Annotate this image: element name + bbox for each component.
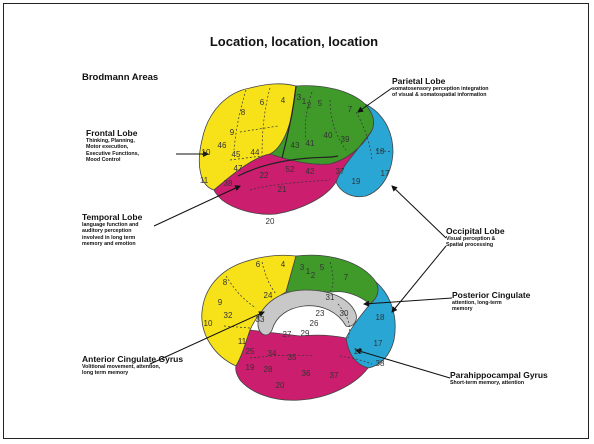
brodmann-area-number: 6	[256, 260, 261, 269]
brodmann-area-number: 18	[376, 313, 385, 322]
brodmann-area-number: 24	[264, 291, 273, 300]
brodmann-area-number: 25	[246, 347, 255, 356]
brodmann-area-number: 9	[230, 128, 235, 137]
brodmann-area-number: 8	[241, 108, 246, 117]
posterior-cingulate-heading: Posterior Cingulate	[452, 290, 542, 300]
brodmann-area-number: 2	[307, 101, 312, 110]
parietal-lobe-description: somatosensory perception integration of …	[392, 86, 542, 99]
brodmann-area-number: 40	[324, 131, 333, 140]
brodmann-area-number: 41	[306, 139, 315, 148]
temporal-lobe-label: Temporal Lobe language function and audi…	[82, 212, 172, 248]
brodmann-area-number: 17	[374, 339, 383, 348]
brodmann-area-number: 38	[376, 359, 385, 368]
brodmann-area-number: 32	[224, 311, 233, 320]
brodmann-area-number: 19	[354, 347, 363, 356]
frontal-lobe-label: Frontal Lobe Thinking, Planning, Motor e…	[86, 128, 176, 164]
brodmann-area-number: 3	[300, 263, 305, 272]
brodmann-area-number: 20	[266, 217, 275, 226]
brodmann-area-number: 44	[251, 148, 260, 157]
brodmann-area-number: 4	[281, 96, 286, 105]
parietal-lobe-label: Parietal Lobe somatosensory perception i…	[392, 76, 542, 99]
brodmann-area-number: 8	[223, 278, 228, 287]
brodmann-area-number: 30	[340, 309, 349, 318]
brodmann-area-number: 52	[286, 165, 295, 174]
brodmann-area-number: 22	[260, 171, 269, 180]
occipital-lobe-description: Visual perception & Spatial processing	[446, 236, 536, 249]
brodmann-area-number: 23	[316, 309, 325, 318]
brodmann-area-number: 21	[278, 185, 287, 194]
brodmann-area-number: 6	[260, 98, 265, 107]
anterior-cingulate-description: Volitional movement, attention, long ter…	[82, 364, 212, 377]
brodmann-area-number: 46	[218, 141, 227, 150]
brodmann-area-number: 28	[264, 365, 273, 374]
parahippocampal-description: Short-term memory, attention	[450, 380, 560, 386]
medial-brain-view	[202, 255, 395, 400]
brodmann-area-number: 5	[320, 263, 325, 272]
frontal-lobe-description: Thinking, Planning, Motor execution, Exe…	[86, 138, 176, 164]
brodmann-area-number: 37	[330, 371, 339, 380]
brodmann-area-number: 17	[381, 169, 390, 178]
brodmann-area-number: 43	[291, 141, 300, 150]
brodmann-area-number: 7	[348, 105, 353, 114]
brodmann-area-number: 37	[336, 167, 345, 176]
temporal-lobe-heading: Temporal Lobe	[82, 212, 172, 222]
temporal-lobe-description: language function and auditory perceptio…	[82, 222, 172, 248]
brodmann-area-number: 7	[344, 273, 349, 282]
anterior-cingulate-heading: Anterior Cingulate Gyrus	[82, 354, 212, 364]
parahippocampal-heading: Parahippocampal Gyrus	[450, 370, 560, 380]
anterior-cingulate-label: Anterior Cingulate Gyrus Volitional move…	[82, 354, 212, 377]
parietal-lobe-heading: Parietal Lobe	[392, 76, 542, 86]
brodmann-area-number: 39	[341, 135, 350, 144]
brodmann-area-number: 29	[301, 329, 310, 338]
brodmann-area-number: 34	[268, 349, 277, 358]
brodmann-area-number: 2	[311, 271, 316, 280]
occipital-lobe-heading: Occipital Lobe	[446, 226, 536, 236]
brodmann-area-number: 27	[283, 330, 292, 339]
brodmann-area-number: 5	[318, 99, 323, 108]
brodmann-area-number: 45	[232, 150, 241, 159]
figure-title: Brodmann Areas	[82, 72, 158, 83]
brodmann-area-number: 47	[234, 164, 243, 173]
brodmann-area-number: 4	[281, 260, 286, 269]
parahippocampal-label: Parahippocampal Gyrus Short-term memory,…	[450, 370, 560, 386]
parietal-leader	[358, 88, 392, 112]
posterior-cingulate-description: attention, long-term memory	[452, 300, 542, 313]
brodmann-area-number: 19	[246, 363, 255, 372]
occipital-leader-top	[392, 186, 446, 238]
brodmann-area-number: 38	[224, 179, 233, 188]
brodmann-area-number: 18	[376, 147, 385, 156]
frontal-lobe-heading: Frontal Lobe	[86, 128, 176, 138]
brodmann-area-number: 11	[238, 337, 247, 346]
brodmann-area-number: 42	[306, 167, 315, 176]
brodmann-area-number: 33	[256, 315, 265, 324]
brodmann-area-number: 19	[352, 177, 361, 186]
brodmann-area-number: 31	[326, 293, 335, 302]
brodmann-area-number: 26	[310, 319, 319, 328]
brodmann-area-number: 11	[200, 176, 209, 185]
brodmann-area-number: 9	[218, 298, 223, 307]
brodmann-area-number: 10	[202, 148, 211, 157]
brodmann-area-number: 36	[302, 369, 311, 378]
occipital-lobe-label: Occipital Lobe Visual perception & Spati…	[446, 226, 536, 249]
occipital-leader-bottom	[392, 246, 446, 312]
brodmann-area-number: 35	[288, 353, 297, 362]
brodmann-area-number: 10	[204, 319, 213, 328]
posterior-cingulate-label: Posterior Cingulate attention, long-term…	[452, 290, 542, 313]
brodmann-area-number: 20	[276, 381, 285, 390]
